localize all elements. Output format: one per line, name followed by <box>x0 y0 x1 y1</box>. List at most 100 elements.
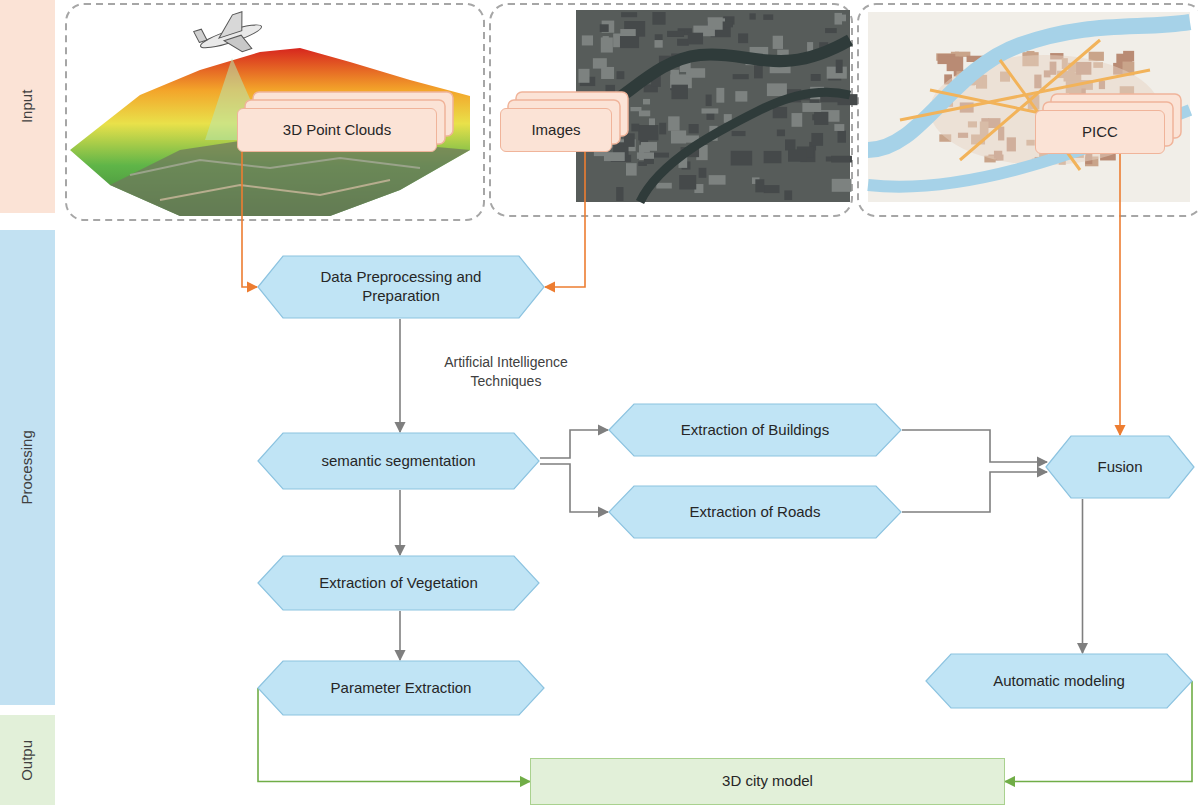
edge-label: Artificial Intelligence Techniques <box>428 352 584 390</box>
node-label: 3D city model <box>722 772 813 791</box>
satellite-texture <box>835 13 843 25</box>
connector-arrow <box>242 152 257 287</box>
satellite-texture <box>731 151 752 166</box>
process-hexagon: Data Preprocessing and Preparation <box>257 255 545 319</box>
satellite-texture <box>788 149 807 161</box>
connector-arrow <box>399 490 401 555</box>
connector-arrow <box>1119 154 1121 435</box>
satellite-texture <box>630 107 641 111</box>
satellite-texture <box>601 67 614 79</box>
node-label: Extraction of Roads <box>690 503 821 522</box>
satellite-texture <box>638 125 658 140</box>
city-map <box>868 12 1190 202</box>
satellite-texture <box>699 168 707 178</box>
satellite-texture <box>600 24 609 32</box>
input-group-frame <box>490 4 852 216</box>
lidar-terrain-illustration <box>70 7 470 216</box>
satellite-texture <box>735 91 747 101</box>
connector-arrow <box>902 430 1047 462</box>
node-label: Extraction of Vegetation <box>319 574 477 593</box>
satellite-texture <box>836 60 843 73</box>
satellite-texture <box>659 123 666 135</box>
band-label: Processing <box>18 430 37 504</box>
connector-arrow <box>399 319 401 432</box>
satellite-texture <box>578 69 589 83</box>
hexagon-shape <box>1046 436 1194 498</box>
input-box: 3D Point Clouds <box>237 108 437 152</box>
satellite-texture <box>652 12 665 25</box>
satellite-texture <box>604 152 625 161</box>
satellite-texture <box>679 175 696 189</box>
satellite-texture <box>811 74 821 81</box>
stage-band: Outpu <box>0 715 55 805</box>
band-label: Outpu <box>18 740 37 781</box>
satellite-texture <box>671 85 688 99</box>
satellite-texture <box>709 175 726 185</box>
satellite-texture <box>814 112 828 125</box>
node-label: Extraction of Buildings <box>681 421 829 440</box>
connector-arrow <box>399 611 401 660</box>
satellite-texture <box>655 34 663 40</box>
satellite-texture <box>667 31 684 37</box>
satellite-texture <box>689 124 699 133</box>
satellite-texture <box>593 58 607 68</box>
input-box: PICC <box>1035 110 1165 154</box>
hexagon-shape <box>258 556 539 610</box>
satellite-texture <box>763 14 773 19</box>
satellite-texture <box>637 152 654 158</box>
node-label: semantic segmentation <box>321 452 475 471</box>
hexagon-shape <box>609 486 901 538</box>
satellite-texture <box>773 107 787 118</box>
hexagon-shape <box>258 661 544 715</box>
satellite-texture <box>767 83 787 96</box>
satellite-texture <box>716 88 724 103</box>
satellite-texture <box>749 13 755 19</box>
satellite-texture <box>706 95 712 106</box>
satellite-texture <box>777 130 785 137</box>
satellite-texture <box>802 103 821 112</box>
satellite-texture <box>773 36 783 49</box>
map-building <box>1123 51 1134 61</box>
connector-arrow <box>540 430 608 458</box>
satellite-texture <box>733 74 749 79</box>
satellite-texture <box>654 40 662 48</box>
satellite-texture <box>755 179 764 192</box>
process-hexagon: Extraction of Roads <box>608 485 902 539</box>
satellite-texture <box>631 124 639 132</box>
process-hexagon: Extraction of Vegetation <box>257 555 540 611</box>
satellite-texture <box>653 153 670 158</box>
stage-band: Input <box>0 0 55 213</box>
connector-arrow <box>545 152 585 287</box>
satellite-texture <box>603 36 609 49</box>
process-hexagon: Fusion <box>1045 435 1195 499</box>
node-label: Data Preprocessing and Preparation <box>301 268 501 306</box>
satellite-texture <box>668 116 679 130</box>
satellite-texture <box>832 179 852 192</box>
satellite-texture <box>688 33 703 45</box>
satellite-texture <box>785 139 795 150</box>
satellite-texture <box>831 156 852 163</box>
satellite-texture <box>626 163 637 175</box>
input-group-frame <box>66 4 484 220</box>
process-hexagon: Extraction of Buildings <box>608 403 902 457</box>
satellite-texture <box>706 113 714 120</box>
connector-arrow <box>1082 499 1084 653</box>
satellite-texture <box>811 133 823 146</box>
satellite-texture <box>738 33 748 43</box>
node-label: Images <box>531 121 580 140</box>
process-hexagon: Parameter Extraction <box>257 660 545 716</box>
satellite-texture <box>677 39 689 46</box>
satellite-texture <box>708 17 723 29</box>
connector-arrow <box>902 472 1047 512</box>
input-box: Images <box>500 108 612 152</box>
connector-arrow <box>540 464 608 512</box>
map-building <box>1089 52 1104 61</box>
satellite-texture <box>792 113 803 127</box>
node-label: 3D Point Clouds <box>283 121 391 140</box>
hexagon-shape <box>258 433 539 489</box>
node-label: Automatic modeling <box>993 672 1125 691</box>
satellite-texture <box>643 99 650 104</box>
process-hexagon: Automatic modeling <box>925 653 1193 709</box>
satellite-texture <box>621 12 637 17</box>
hexagon-shape <box>609 404 901 456</box>
